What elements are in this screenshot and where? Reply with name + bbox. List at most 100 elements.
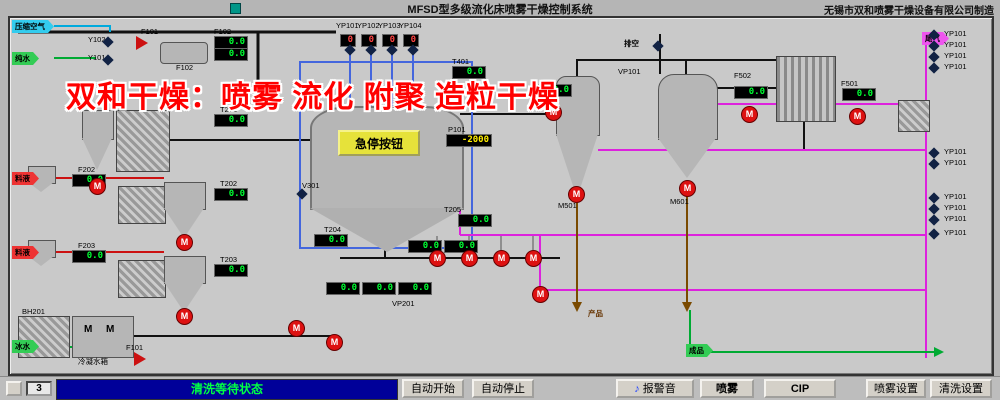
motor-indicator[interactable]: M (525, 250, 542, 267)
equipment-label: T201 (220, 105, 238, 114)
value-display: 0.0 (452, 66, 486, 79)
valve-icon[interactable] (928, 192, 940, 204)
value-display: 0.0 (72, 250, 106, 263)
valve-icon[interactable] (928, 147, 940, 159)
spray-button[interactable]: 喷雾 (700, 379, 754, 398)
equipment-label: M501 (558, 201, 577, 210)
motor-indicator[interactable]: M (741, 106, 758, 123)
value-display: 0.0 (326, 282, 360, 295)
valve-label: YP101 (944, 40, 967, 49)
bag-filter (116, 110, 170, 172)
equipment-label: F102 (176, 63, 194, 72)
stream-label: 冰水 (12, 340, 39, 353)
equipment-label: F502 (734, 71, 752, 80)
value-display: 0.0 (734, 86, 768, 99)
speaker-icon: ♪ (634, 382, 640, 395)
equipment-label: F101 (141, 27, 159, 36)
value-display: 0.0 (362, 282, 396, 295)
equipment-label: T205 (444, 205, 462, 214)
valve-label: YP101 (944, 62, 967, 71)
equipment-label: 冷凝水箱 (78, 357, 108, 366)
valve-icon[interactable] (928, 62, 940, 74)
motor-indicator[interactable]: M (176, 234, 193, 251)
window-title: MFSD型多级流化床喷雾干燥控制系统 (407, 4, 593, 16)
motor-indicator[interactable]: M (326, 334, 343, 351)
motor-indicator[interactable]: M (89, 178, 106, 195)
equipment-label: F501 (841, 79, 859, 88)
equipment-label: YP104 (399, 21, 422, 30)
cip-button[interactable]: CIP (764, 379, 836, 398)
alarm-sound-button[interactable]: ♪报警音 (616, 379, 694, 398)
value-display: 0.0 (398, 282, 432, 295)
spray-settings-button[interactable]: 喷雾设置 (866, 379, 926, 398)
valve-label: YP101 (944, 29, 967, 38)
valve-icon[interactable] (928, 228, 940, 240)
bottom-toolbar: 3 清洗等待状态 自动开始 自动停止 ♪报警音 喷雾 CIP 喷雾设置 清洗设置 (0, 376, 1000, 400)
counter-display: 3 (26, 381, 52, 396)
equipment-label: M (106, 324, 115, 335)
clean-settings-button[interactable]: 清洗设置 (930, 379, 992, 398)
auto-stop-button[interactable]: 自动停止 (472, 379, 534, 398)
equipment-label: T202 (220, 179, 238, 188)
feed-hopper-2-cone (28, 256, 54, 266)
manufacturer-label: 无锡市双和喷雾干燥设备有限公司制造 (824, 6, 994, 17)
valve-label: YP101 (944, 214, 967, 223)
cyclone-left-body (82, 110, 114, 140)
motor-indicator[interactable]: M (288, 320, 305, 337)
valve-icon[interactable] (296, 188, 308, 200)
valve-icon[interactable] (928, 214, 940, 226)
auto-start-button[interactable]: 自动开始 (402, 379, 464, 398)
motor-indicator[interactable]: M (679, 180, 696, 197)
alarm-sound-label: 报警音 (642, 382, 676, 395)
value-display: 0 (403, 34, 419, 47)
motor-indicator[interactable]: M (461, 250, 478, 267)
motor-indicator[interactable]: M (568, 186, 585, 203)
motor-indicator[interactable]: M (429, 250, 446, 267)
value-display: 0.0 (538, 84, 572, 97)
fan-housing-f102 (160, 42, 208, 64)
motor-indicator[interactable]: M (493, 250, 510, 267)
stream-label: 料液 (12, 246, 39, 259)
stream-label: 料液 (12, 172, 39, 185)
equipment-label: F203 (78, 241, 96, 250)
stream-label: 纯水 (12, 52, 39, 65)
filter-box-right (898, 100, 930, 132)
condensate-tank (72, 316, 134, 358)
equipment-label: Y101 (88, 53, 106, 62)
valve-icon[interactable] (928, 51, 940, 63)
equipment-label: M (84, 324, 93, 335)
motor-indicator[interactable]: M (849, 108, 866, 125)
motor-indicator[interactable]: M (545, 104, 562, 121)
equipment-label: T203 (220, 255, 238, 264)
cyclone-left-cone (82, 138, 112, 170)
system-button[interactable] (6, 381, 22, 396)
agglomerator-cone (658, 138, 716, 178)
cyclone-1-cone (164, 208, 204, 238)
value-display: 0.0 (214, 188, 248, 201)
value-display: 0.0 (314, 234, 348, 247)
status-message-bar: 清洗等待状态 (56, 379, 398, 400)
equipment-label: V301 (302, 181, 320, 190)
emergency-stop-button[interactable]: 急停按钮 (338, 130, 420, 156)
valve-icon[interactable] (928, 203, 940, 215)
valve-icon[interactable] (928, 158, 940, 170)
stream-label: 成品 (686, 344, 713, 357)
value-display: -2000 (446, 134, 492, 147)
valve-label: YP101 (944, 228, 967, 237)
valve-label: YP101 (944, 192, 967, 201)
valve-label: YP101 (944, 158, 967, 167)
value-display: 0.0 (408, 240, 442, 253)
value-display: 0.0 (444, 240, 478, 253)
motor-indicator[interactable]: M (532, 286, 549, 303)
valve-icon[interactable] (652, 40, 664, 52)
equipment-label: VP201 (392, 299, 415, 308)
equipment-label: YP101 (336, 21, 359, 30)
equipment-label: YP103 (378, 21, 401, 30)
value-display: 0.0 (214, 48, 248, 61)
stream-label: 压缩空气 (12, 20, 54, 33)
cyclone-1-body (164, 182, 206, 210)
motor-indicator[interactable]: M (176, 308, 193, 325)
value-display: 0.0 (214, 264, 248, 277)
